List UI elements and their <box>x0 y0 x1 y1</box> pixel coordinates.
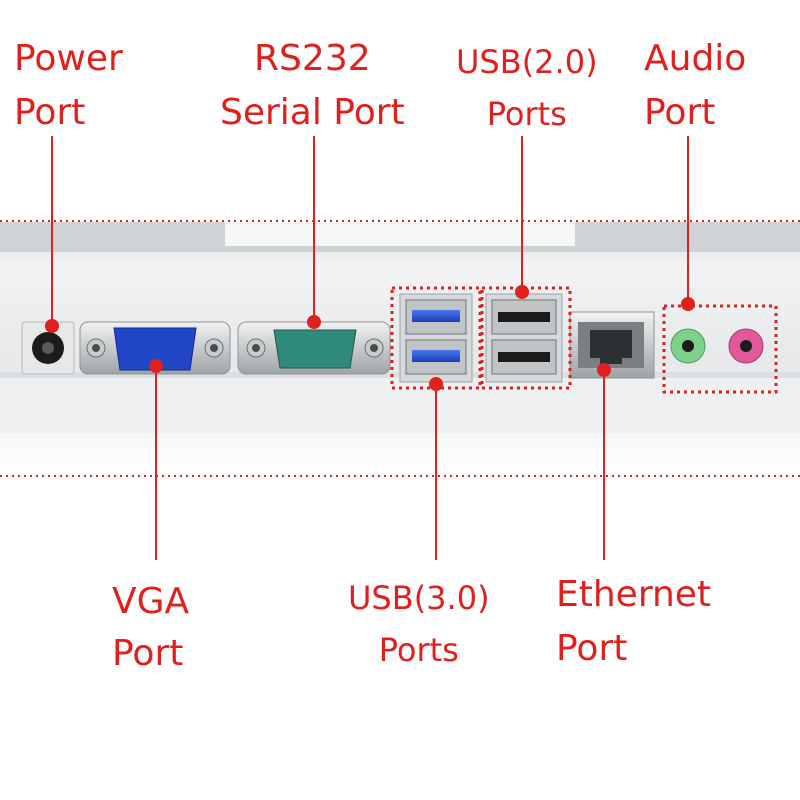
audio-highlight-box <box>662 304 778 394</box>
audio-port-label-line2: Port <box>644 92 716 133</box>
ethernet-port-label-line1: Ethernet <box>556 574 712 615</box>
leader-lines <box>45 136 695 560</box>
usb3-ports-label-line2: Ports <box>378 631 459 669</box>
rs232-port-label-line1: RS232 <box>254 38 371 79</box>
power-port-label-line2: Port <box>14 92 86 133</box>
usb3-ports-connector <box>399 293 473 383</box>
power-port-connector <box>21 321 75 375</box>
vga-port-connector <box>79 321 231 375</box>
rs232-port-connector <box>237 321 391 375</box>
vga-port-label-line2: Port <box>112 633 184 674</box>
rs232-port-label: RS232 Serial Port <box>220 32 405 140</box>
usb3-ports-label-line1: USB(3.0) <box>348 579 490 617</box>
audio-ports-connector <box>670 328 764 364</box>
usb2-ports-label: USB(2.0) Ports <box>456 36 598 140</box>
usb2-ports-label-line1: USB(2.0) <box>456 43 598 81</box>
ethernet-port-label: Ethernet Port <box>556 568 711 676</box>
vga-port-label-line1: VGA <box>112 581 190 622</box>
ethernet-port-label-line2: Port <box>556 628 628 669</box>
power-port-label-line1: Power <box>14 38 123 79</box>
audio-port-label: Audio Port <box>644 32 746 140</box>
rs232-port-label-line2: Serial Port <box>220 92 405 133</box>
usb3-ports-label: USB(3.0) Ports <box>348 572 490 676</box>
usb2-ports-label-line2: Ports <box>486 95 567 133</box>
audio-port-label-line1: Audio <box>644 38 747 79</box>
usb2-ports-connector <box>485 293 563 383</box>
vga-port-label: VGA Port <box>112 576 189 680</box>
power-port-label: Power Port <box>14 32 123 140</box>
ethernet-port-connector <box>569 311 655 379</box>
